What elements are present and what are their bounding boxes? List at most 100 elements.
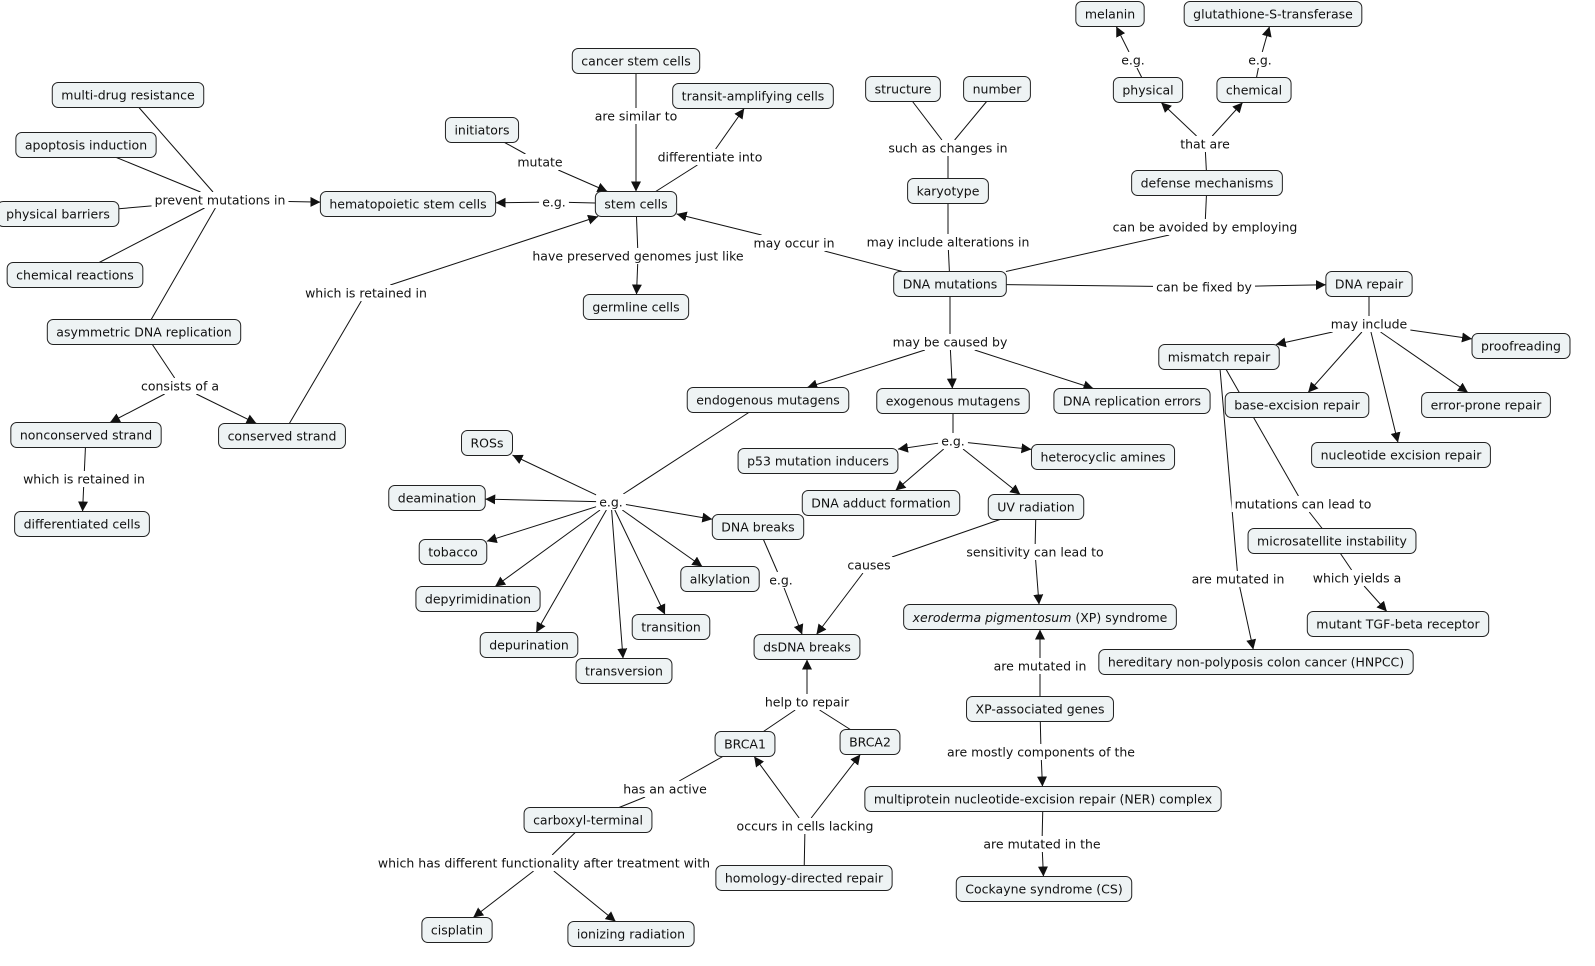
- link-label: which is retained in: [305, 286, 427, 301]
- link-may-include: may include: [1327, 316, 1411, 332]
- edge: [551, 832, 576, 856]
- edge: [1308, 511, 1323, 529]
- edge: [1261, 26, 1272, 53]
- concept-dsdna[interactable]: dsDNA breaks: [753, 634, 861, 660]
- concept-chem-reactions[interactable]: chemical reactions: [6, 262, 144, 288]
- concept-p53[interactable]: p53 mutation inducers: [737, 448, 899, 474]
- concept-xp[interactable]: xeroderma pigmentosum (XP) syndrome: [903, 604, 1177, 630]
- edge: [495, 197, 540, 208]
- concept-ner[interactable]: nucleotide excision repair: [1311, 442, 1491, 468]
- concept-adduct[interactable]: DNA adduct formation: [801, 490, 961, 516]
- concept-cancer-stem[interactable]: cancer stem cells: [571, 48, 701, 74]
- concept-label: chemical reactions: [16, 268, 134, 283]
- concept-depyrim[interactable]: depyrimidination: [415, 586, 541, 612]
- concept-microsat[interactable]: microsatellite instability: [1247, 528, 1417, 554]
- concept-differentiated[interactable]: differentiated cells: [14, 511, 150, 537]
- concept-label: base-excision repair: [1234, 398, 1360, 413]
- concept-xp-genes[interactable]: XP-associated genes: [966, 696, 1114, 722]
- concept-label: DNA adduct formation: [811, 496, 950, 511]
- concept-number[interactable]: number: [963, 76, 1031, 102]
- concept-brca1[interactable]: BRCA1: [714, 731, 776, 757]
- concept-melanin[interactable]: melanin: [1075, 1, 1145, 27]
- concept-mdr[interactable]: multi-drug resistance: [51, 82, 205, 108]
- concept-label: multi-drug resistance: [61, 88, 195, 103]
- concept-ner-complex[interactable]: multiprotein nucleotide-excision repair …: [864, 786, 1222, 812]
- concept-gst[interactable]: glutathione-S-transferase: [1183, 1, 1363, 27]
- link-label: e.g.: [542, 195, 566, 210]
- edge: [118, 205, 152, 210]
- concept-proofreading[interactable]: proofreading: [1471, 333, 1571, 359]
- concept-label: dsDNA breaks: [763, 640, 851, 655]
- concept-transition[interactable]: transition: [631, 614, 711, 640]
- concept-cockayne[interactable]: Cockayne syndrome (CS): [955, 876, 1133, 902]
- concept-structure[interactable]: structure: [865, 76, 941, 102]
- concept-label: DNA mutations: [903, 277, 998, 292]
- concept-cisplatin[interactable]: cisplatin: [421, 917, 493, 943]
- concept-nonconserved[interactable]: nonconserved strand: [10, 422, 162, 448]
- concept-mismatch[interactable]: mismatch repair: [1158, 344, 1280, 370]
- link-mutated-in-hnpcc: are mutated in: [1188, 571, 1288, 587]
- concept-label: mismatch repair: [1168, 350, 1271, 365]
- concept-tgf[interactable]: mutant TGF-beta receptor: [1306, 611, 1490, 637]
- concept-tobacco[interactable]: tobacco: [418, 539, 488, 565]
- link-label: differentiate into: [658, 150, 763, 165]
- concept-phys-barriers[interactable]: physical barriers: [0, 201, 120, 227]
- concept-dna-mutations[interactable]: DNA mutations: [893, 271, 1007, 297]
- link-label: consists of a: [141, 379, 219, 394]
- concept-karyotype[interactable]: karyotype: [907, 178, 989, 204]
- concept-exogenous[interactable]: exogenous mutagens: [876, 388, 1030, 414]
- concept-apoptosis[interactable]: apoptosis induction: [15, 132, 157, 158]
- concept-dna-repair[interactable]: DNA repair: [1325, 271, 1413, 297]
- concept-ros[interactable]: ROSs: [461, 430, 513, 456]
- link-label: occurs in cells lacking: [737, 819, 874, 834]
- concept-brca2[interactable]: BRCA2: [839, 729, 901, 755]
- link-may-include-alt: may include alterations in: [863, 234, 1033, 250]
- link-preserved: have preserved genomes just like: [529, 248, 747, 264]
- concept-label: p53 mutation inducers: [747, 454, 889, 469]
- concept-error-prone[interactable]: error-prone repair: [1421, 392, 1551, 418]
- concept-box: [461, 430, 513, 456]
- concept-alkylation[interactable]: alkylation: [680, 566, 760, 592]
- edge: [1307, 331, 1363, 393]
- edge: [1033, 559, 1044, 605]
- concept-conserved[interactable]: conserved strand: [218, 423, 346, 449]
- concept-box: [582, 294, 690, 320]
- concept-uv[interactable]: UV radiation: [987, 494, 1085, 520]
- concept-hnpcc[interactable]: hereditary non-polyposis colon cancer (H…: [1098, 649, 1414, 675]
- concept-germline[interactable]: germline cells: [582, 294, 690, 320]
- concept-transit-amp[interactable]: transit-amplifying cells: [672, 83, 834, 109]
- concept-chemical[interactable]: chemical: [1216, 77, 1292, 103]
- edge: [655, 164, 698, 192]
- link-label: which yields a: [1313, 571, 1402, 586]
- link-eg-gst: e.g.: [1245, 52, 1275, 68]
- concept-depurination[interactable]: depurination: [479, 632, 579, 658]
- concept-physical[interactable]: physical: [1112, 77, 1184, 103]
- concept-initiators[interactable]: initiators: [444, 117, 520, 143]
- concept-transversion[interactable]: transversion: [575, 658, 673, 684]
- concept-ionizing[interactable]: ionizing radiation: [567, 921, 695, 947]
- concept-repl-errors[interactable]: DNA replication errors: [1053, 388, 1211, 414]
- edge: [494, 509, 601, 587]
- concept-het-amines[interactable]: heterocyclic amines: [1030, 444, 1176, 470]
- concept-label: carboxyl-terminal: [533, 813, 643, 828]
- edge: [614, 509, 666, 615]
- link-that-are: that are: [1177, 136, 1233, 152]
- concept-endogenous[interactable]: endogenous mutagens: [686, 387, 850, 413]
- edge: [891, 519, 1001, 558]
- concept-box: [523, 807, 653, 833]
- edge: [196, 393, 257, 424]
- concept-dna-breaks[interactable]: DNA breaks: [711, 514, 805, 540]
- concept-label: mutant TGF-beta receptor: [1316, 617, 1480, 632]
- edge: [623, 412, 750, 495]
- concept-box: [714, 731, 776, 757]
- concept-stem-cells[interactable]: stem cells: [594, 191, 678, 217]
- concept-hsc[interactable]: hematopoietic stem cells: [319, 191, 497, 217]
- concept-label: initiators: [454, 123, 509, 138]
- concept-carboxyl[interactable]: carboxyl-terminal: [523, 807, 653, 833]
- concept-hdr[interactable]: homology-directed repair: [715, 865, 893, 891]
- concept-ber[interactable]: base-excision repair: [1224, 392, 1370, 418]
- concept-deamination[interactable]: deamination: [388, 485, 486, 511]
- concept-defense[interactable]: defense mechanisms: [1131, 170, 1283, 196]
- concept-asym-repl[interactable]: asymmetric DNA replication: [46, 319, 242, 345]
- concept-box: [1247, 528, 1417, 554]
